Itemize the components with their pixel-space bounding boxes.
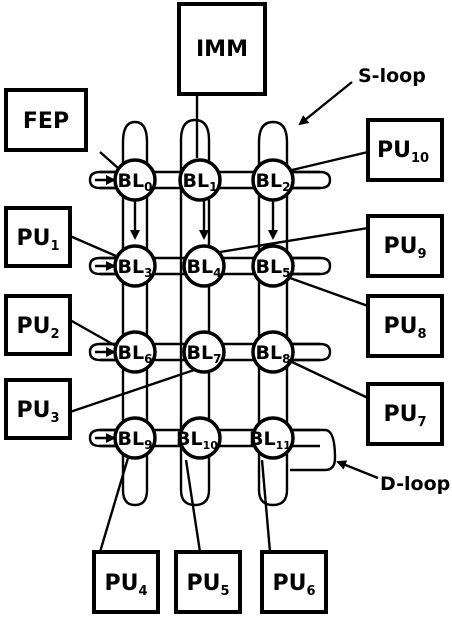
pu7-box: PU7 [366, 382, 444, 446]
s-loop-label: S-loop [358, 65, 426, 87]
bl3-node: BL3 [113, 244, 157, 288]
pu8-box: PU8 [366, 294, 444, 358]
bl1-node: BL1 [178, 158, 222, 202]
pu1-box: PU1 [4, 206, 72, 268]
svg-text:BL2: BL2 [256, 170, 291, 194]
svg-text:PU10: PU10 [377, 138, 429, 166]
s-loop-column-0 [121, 120, 149, 507]
svg-text:PU5: PU5 [186, 571, 229, 599]
svg-text:BL7: BL7 [187, 342, 222, 366]
pu4-box: PU4 [92, 550, 160, 614]
svg-text:PU1: PU1 [16, 226, 59, 254]
s-loop-column-1 [179, 118, 211, 507]
pu9-box: PU9 [366, 214, 444, 278]
svg-text:BL0: BL0 [118, 170, 153, 194]
bl9-node: BL9 [113, 416, 157, 460]
svg-text:BL4: BL4 [187, 256, 222, 280]
svg-text:BL10: BL10 [176, 428, 218, 452]
bl2-node: BL2 [251, 158, 295, 202]
imm-box: IMM [177, 2, 267, 96]
svg-text:BL1: BL1 [183, 170, 218, 194]
svg-text:PU4: PU4 [104, 571, 147, 599]
d-loop-label: D-loop [380, 473, 450, 495]
svg-text:BL3: BL3 [118, 256, 153, 280]
pu2-box: PU2 [4, 294, 72, 356]
pu3-box: PU3 [4, 378, 72, 440]
svg-text:PU7: PU7 [383, 402, 426, 430]
bl6-node: BL6 [113, 330, 157, 374]
bl11-node: BL11 [249, 416, 295, 460]
s-loop-column-2 [257, 120, 289, 507]
pu6-box: PU6 [260, 550, 328, 614]
bl4-node: BL4 [182, 244, 226, 288]
svg-text:BL8: BL8 [256, 342, 291, 366]
svg-text:IMM: IMM [196, 37, 248, 62]
bl8-node: BL8 [251, 330, 295, 374]
svg-text:BL9: BL9 [118, 428, 153, 452]
svg-text:BL6: BL6 [118, 342, 153, 366]
bl10-node: BL10 [176, 416, 222, 460]
svg-text:BL5: BL5 [256, 256, 291, 280]
bl7-node: BL7 [182, 330, 226, 374]
pu10-box: PU10 [366, 118, 444, 182]
bl5-node: BL5 [251, 244, 295, 288]
svg-text:BL11: BL11 [249, 428, 291, 452]
pu5-box: PU5 [174, 550, 242, 614]
svg-text:PU6: PU6 [272, 571, 315, 599]
svg-text:FEP: FEP [23, 109, 69, 134]
svg-text:PU2: PU2 [16, 314, 59, 342]
fep-box: FEP [4, 88, 88, 152]
bl0-node: BL0 [113, 158, 157, 202]
svg-text:PU9: PU9 [383, 234, 426, 262]
svg-text:PU8: PU8 [383, 314, 426, 342]
svg-text:PU3: PU3 [16, 398, 59, 426]
